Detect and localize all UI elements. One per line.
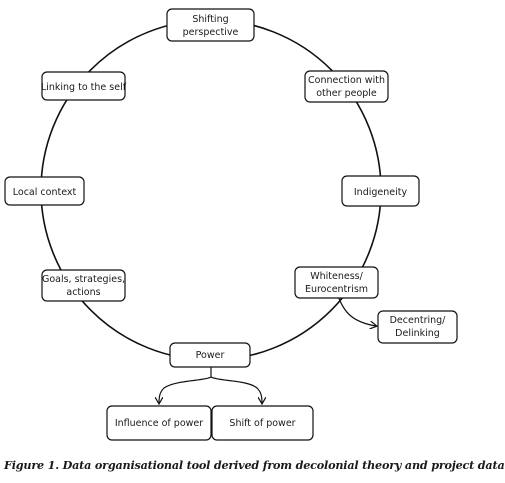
whiteness-to-decentring-arrow	[337, 295, 376, 326]
node-goals-line-2: actions	[66, 287, 100, 298]
node-shifting-perspective-line-2: perspective	[183, 27, 239, 38]
node-shift-of-power: Shift of power	[211, 405, 314, 441]
node-shifting-perspective: Shifting perspective	[166, 8, 255, 42]
figure-caption: Figure 1. Data organisational tool deriv…	[4, 458, 505, 472]
node-linking-to-the-self: Linking to the self	[41, 71, 127, 101]
node-connection-line-2: other people	[316, 88, 377, 99]
node-shifting-perspective-line-1: Shifting	[192, 14, 228, 25]
node-local-context: Local context	[4, 176, 85, 206]
power-to-shift-arrow	[210, 376, 262, 403]
node-whiteness-eurocentrism: Whiteness/ Eurocentrism	[294, 266, 379, 299]
node-local-context-line-1: Local context	[13, 187, 77, 198]
node-goals-strategies-actions: Goals, strategies, actions	[41, 269, 126, 302]
node-decentring-line-1: Decentring/	[390, 315, 447, 326]
node-whiteness-line-1: Whiteness/	[310, 271, 363, 282]
node-linking-self-line-1: Linking to the self	[41, 82, 127, 93]
node-influence-line-1: Influence of power	[115, 418, 203, 429]
node-whiteness-line-2: Eurocentrism	[305, 284, 368, 295]
node-decentring-delinking: Decentring/ Delinking	[377, 310, 458, 344]
node-influence-of-power: Influence of power	[106, 405, 212, 441]
node-goals-line-1: Goals, strategies,	[42, 274, 125, 285]
node-decentring-line-2: Delinking	[395, 328, 440, 339]
node-connection-with-other-people: Connection with other people	[304, 70, 389, 103]
node-power: Power	[169, 342, 251, 368]
node-indigeneity: Indigeneity	[341, 175, 420, 207]
node-shift-line-1: Shift of power	[229, 418, 295, 429]
node-power-line-1: Power	[196, 350, 225, 361]
node-indigeneity-line-1: Indigeneity	[354, 187, 408, 198]
node-connection-line-1: Connection with	[308, 75, 385, 86]
power-to-influence-arrow	[159, 367, 212, 403]
